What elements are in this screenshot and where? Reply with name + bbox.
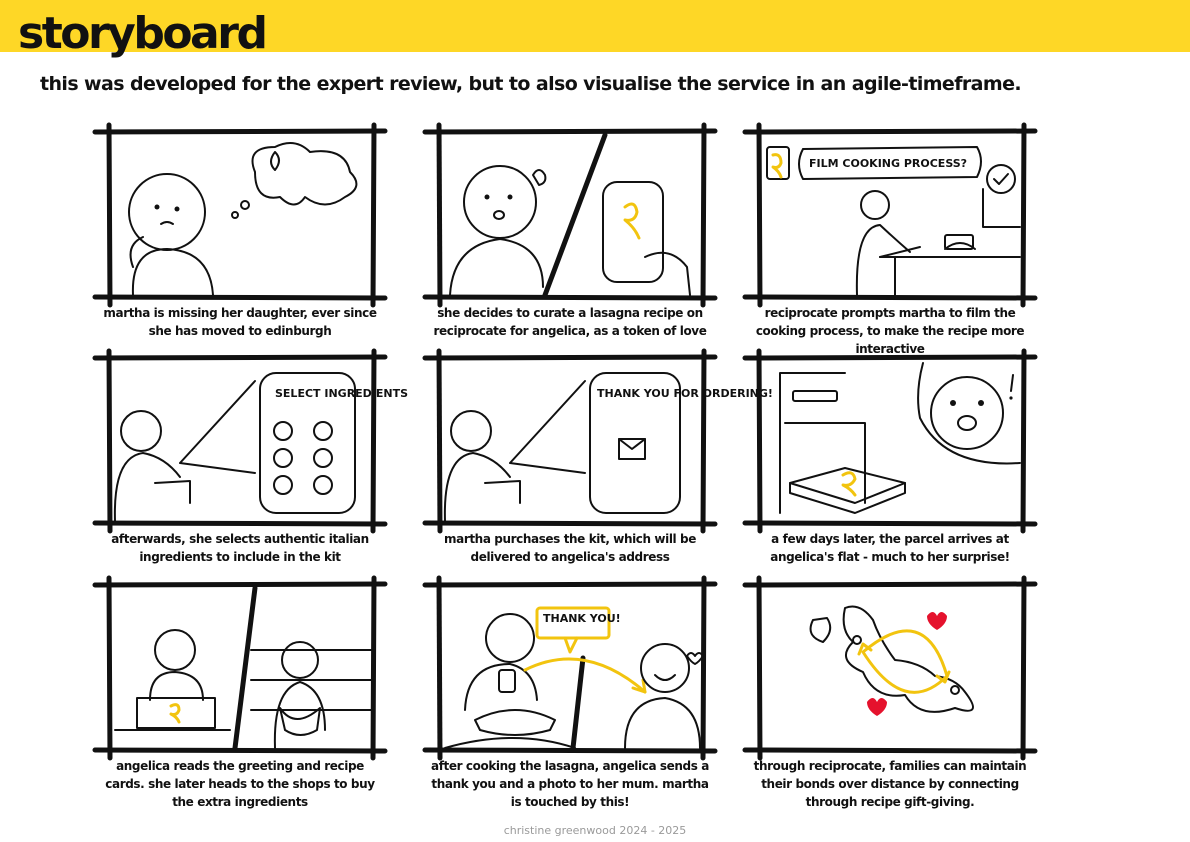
footer-credit: christine greenwood 2024 - 2025	[503, 824, 687, 837]
panel-5-screen-text: THANK YOU FOR ORDERING!	[597, 387, 773, 400]
panel-7-caption: angelica reads the greeting and recipe c…	[105, 759, 375, 809]
panel-5-caption: martha purchases the kit, which will be …	[444, 532, 696, 564]
panel-4-screen-text: SELECT INGREDIENTS	[275, 387, 408, 400]
panel-7-illustration	[92, 575, 388, 761]
panel-3-caption: reciprocate prompts martha to film the c…	[755, 306, 1025, 356]
storyboard-panel-8: THANK YOU! after cooking the lasagna, an…	[422, 575, 718, 810]
panel-6-illustration	[742, 348, 1038, 534]
storyboard-panel-5: THANK YOU FOR ORDERING! martha purchases…	[422, 348, 773, 583]
header-bar	[0, 0, 1190, 52]
storyboard-panel-6: a few days later, the parcel arrives at …	[742, 348, 1038, 583]
panel-5-illustration: THANK YOU FOR ORDERING!	[422, 348, 773, 534]
storyboard-panel-7: angelica reads the greeting and recipe c…	[92, 575, 388, 810]
page-subtitle: this was developed for the expert review…	[40, 73, 1022, 95]
panel-8-illustration: THANK YOU!	[422, 575, 718, 761]
storyboard-panel-4: SELECT INGREDIENTS afterwards, she selec…	[92, 348, 408, 583]
panel-2-caption: she decides to curate a lasagna recipe o…	[433, 306, 707, 338]
panel-8-caption: after cooking the lasagna, angelica send…	[431, 759, 709, 809]
page-title: storyboard	[18, 8, 268, 59]
panel-8-bubble-text: THANK YOU!	[543, 612, 621, 625]
storyboard-panel-3: FILM COOKING PROCESS? reciprocate prompt…	[742, 122, 1038, 357]
storyboard-panel-9: through reciprocate, families can mainta…	[742, 575, 1038, 810]
panel-9-caption: through reciprocate, families can mainta…	[753, 759, 1027, 809]
panel-3-illustration: FILM COOKING PROCESS?	[742, 122, 1038, 308]
panel-4-illustration: SELECT INGREDIENTS	[92, 348, 408, 534]
storyboard-panel-1: martha is missing her daughter, ever sin…	[92, 122, 388, 357]
panel-2-illustration	[422, 122, 718, 308]
panel-1-illustration	[92, 122, 388, 308]
panel-4-caption: afterwards, she selects authentic italia…	[111, 532, 369, 564]
panel-1-caption: martha is missing her daughter, ever sin…	[103, 306, 377, 338]
panel-6-caption: a few days later, the parcel arrives at …	[770, 532, 1010, 564]
storyboard-panel-2: she decides to curate a lasagna recipe o…	[422, 122, 718, 357]
panel-9-illustration	[742, 575, 1038, 761]
panel-3-bubble-text: FILM COOKING PROCESS?	[809, 157, 967, 170]
